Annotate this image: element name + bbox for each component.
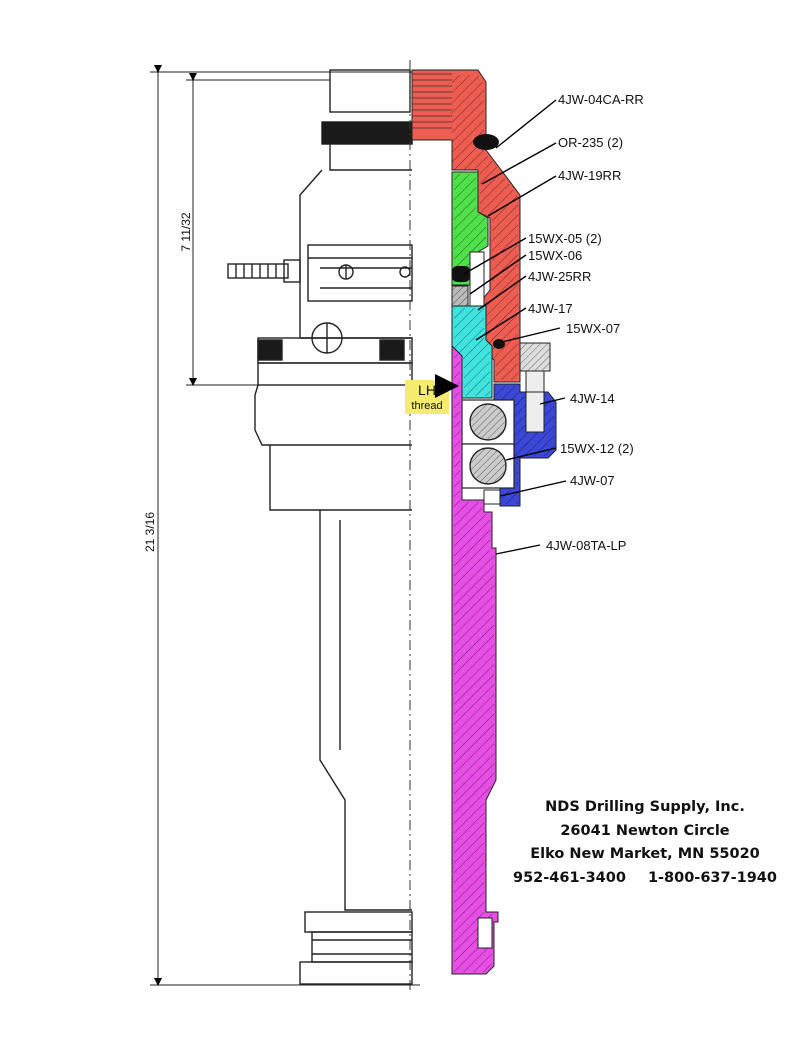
bearing-15wx-12 (461, 399, 515, 489)
upper-length-dimension: 7 11/32 (179, 212, 193, 251)
external-view (227, 69, 413, 985)
label-4jw-08ta-lp: 4JW-08TA-LP (546, 538, 626, 553)
company-phone: 952-461-3400 (513, 869, 626, 886)
o-ring-15wx-05-upper (452, 266, 470, 282)
label-4jw-04ca-rr: 4JW-04CA-RR (558, 92, 644, 107)
knurl (412, 73, 452, 129)
label-4jw-19rr: 4JW-19RR (558, 168, 621, 183)
label-15wx-05: 15WX-05 (2) (528, 231, 602, 246)
part-labels: 4JW-04CA-RR OR-235 (2) 4JW-19RR 15WX-05 … (528, 92, 644, 553)
overall-length-dimension: 21 3/16 (143, 512, 157, 552)
company-street: 26041 Newton Circle (560, 822, 730, 839)
company-name: NDS Drilling Supply, Inc. (545, 799, 745, 815)
part-4jw-07 (483, 489, 501, 505)
collar-lower (329, 144, 412, 171)
label-15wx-07: 15WX-07 (566, 321, 620, 336)
lower-ring (257, 362, 413, 386)
top-collar (329, 69, 411, 113)
label-4jw-25rr: 4JW-25RR (528, 269, 591, 284)
o-ring-15wx-07 (493, 339, 505, 349)
side-window (307, 244, 413, 302)
bottom-fitting (304, 911, 413, 933)
company-tollfree: 1-800-637-1940 (647, 869, 777, 886)
label-or-235: OR-235 (2) (558, 135, 623, 150)
label-4jw-14: 4JW-14 (570, 391, 615, 406)
company-city: Elko New Market, MN 55020 (530, 846, 760, 862)
lh-thread-callout: LH thread (405, 374, 459, 414)
label-15wx-06: 15WX-06 (528, 248, 582, 263)
label-4jw-17: 4JW-17 (528, 301, 573, 316)
company-phones: 952-461-3400 1-800-637-1940 (500, 867, 790, 891)
o-ring-235 (473, 134, 499, 150)
lower-body (254, 384, 412, 511)
body-shoulder (299, 169, 412, 339)
leader-lines (463, 99, 567, 555)
company-info: NDS Drilling Supply, Inc. 26041 Newton C… (500, 796, 790, 890)
thread-label: thread (411, 400, 442, 412)
lh-label: LH (418, 382, 436, 398)
dimension-lines (150, 65, 470, 986)
collar-band (321, 121, 413, 145)
label-15wx-12: 15WX-12 (2) (560, 441, 634, 456)
shank (319, 510, 412, 911)
side-pin (227, 263, 289, 279)
label-4jw-07: 4JW-07 (570, 473, 615, 488)
